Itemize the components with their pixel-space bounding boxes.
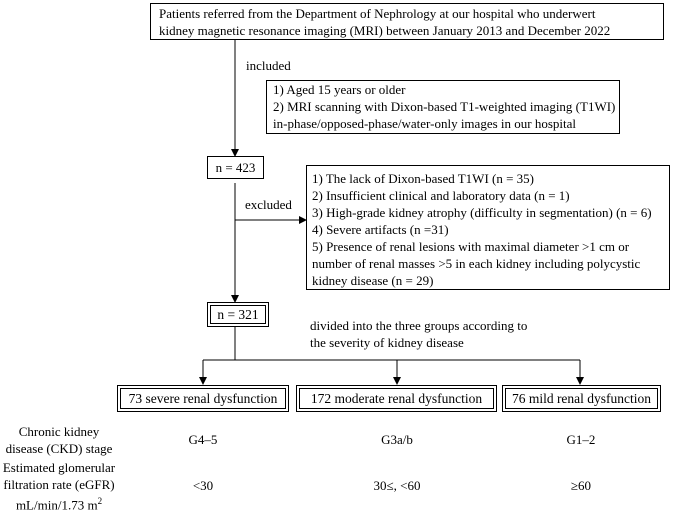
egfr-value-mild: ≥60 — [570, 478, 592, 493]
n423-box: n = 423 — [207, 156, 264, 179]
excluded-label: excluded — [245, 197, 292, 212]
egfr-row-label: Estimated glomerular filtration rate (eG… — [0, 459, 118, 513]
n423-label: n = 423 — [215, 160, 256, 175]
ckd-row-label-line-1: Chronic kidney — [18, 424, 100, 439]
ckd-value-severe: G4–5 — [188, 432, 218, 447]
ckd-value-moderate: G3a/b — [381, 432, 413, 447]
egfr-unit-superscript: 2 — [97, 496, 103, 506]
n321-label: n = 321 — [210, 305, 266, 324]
exclusion-item-5-cont-2: kidney disease (n = 29) — [312, 273, 434, 288]
n321-box: n = 321 — [207, 302, 269, 327]
group-label-moderate: 172 moderate renal dysfunction — [299, 388, 494, 409]
exclusion-item-4: 4) Severe artifacts (n =31) — [312, 222, 449, 237]
group-box-severe: 73 severe renal dysfunction — [117, 385, 289, 412]
egfr-row-label-line-2: filtration rate (eGFR) — [3, 477, 115, 492]
included-label: included — [246, 58, 291, 73]
group-label-mild: 76 mild renal dysfunction — [505, 388, 658, 409]
group-box-mild: 76 mild renal dysfunction — [502, 385, 661, 412]
inclusion-item-2-cont: in-phase/opposed-phase/water-only images… — [273, 116, 576, 131]
ckd-row-label: Chronic kidney disease (CKD) stage — [0, 423, 118, 457]
egfr-unit: mL/min/1.73 m — [15, 497, 98, 513]
egfr-row-label-line-1: Estimated glomerular — [2, 460, 116, 475]
exclusion-item-1: 1) The lack of Dixon-based T1WI (n = 35) — [312, 171, 535, 186]
ckd-value-mild: G1–2 — [566, 432, 596, 447]
egfr-row-label-line-3: mL/min/1.73 m2 — [0, 493, 118, 513]
inclusion-item-2: 2) MRI scanning with Dixon-based T1-weig… — [273, 99, 616, 114]
exclusion-item-5-cont-1: number of renal masses >5 in each kidney… — [312, 256, 641, 271]
inclusion-item-1: 1) Aged 15 years or older — [273, 82, 406, 97]
divided-line-2: the severity of kidney disease — [310, 335, 464, 350]
ckd-row-label-line-2: disease (CKD) stage — [5, 441, 113, 456]
group-box-moderate: 172 moderate renal dysfunction — [296, 385, 497, 412]
start-line-2: kidney magnetic resonance imaging (MRI) … — [159, 23, 611, 38]
exclusion-item-5: 5) Presence of renal lesions with maxima… — [312, 239, 630, 254]
group-label-severe: 73 severe renal dysfunction — [120, 388, 286, 409]
divided-note: divided into the three groups according … — [310, 317, 527, 351]
exclusion-item-2: 2) Insufficient clinical and laboratory … — [312, 188, 570, 203]
divided-line-1: divided into the three groups according … — [310, 318, 528, 333]
exclusion-criteria-box: 1) The lack of Dixon-based T1WI (n = 35)… — [306, 165, 670, 290]
start-line-1: Patients referred from the Department of… — [159, 6, 596, 21]
start-box: Patients referred from the Department of… — [150, 3, 664, 40]
exclusion-item-3: 3) High-grade kidney atrophy (difficulty… — [312, 205, 652, 220]
inclusion-criteria-box: 1) Aged 15 years or older 2) MRI scannin… — [266, 80, 620, 134]
egfr-value-severe: <30 — [192, 478, 214, 493]
egfr-value-moderate: 30≤, <60 — [373, 478, 421, 493]
